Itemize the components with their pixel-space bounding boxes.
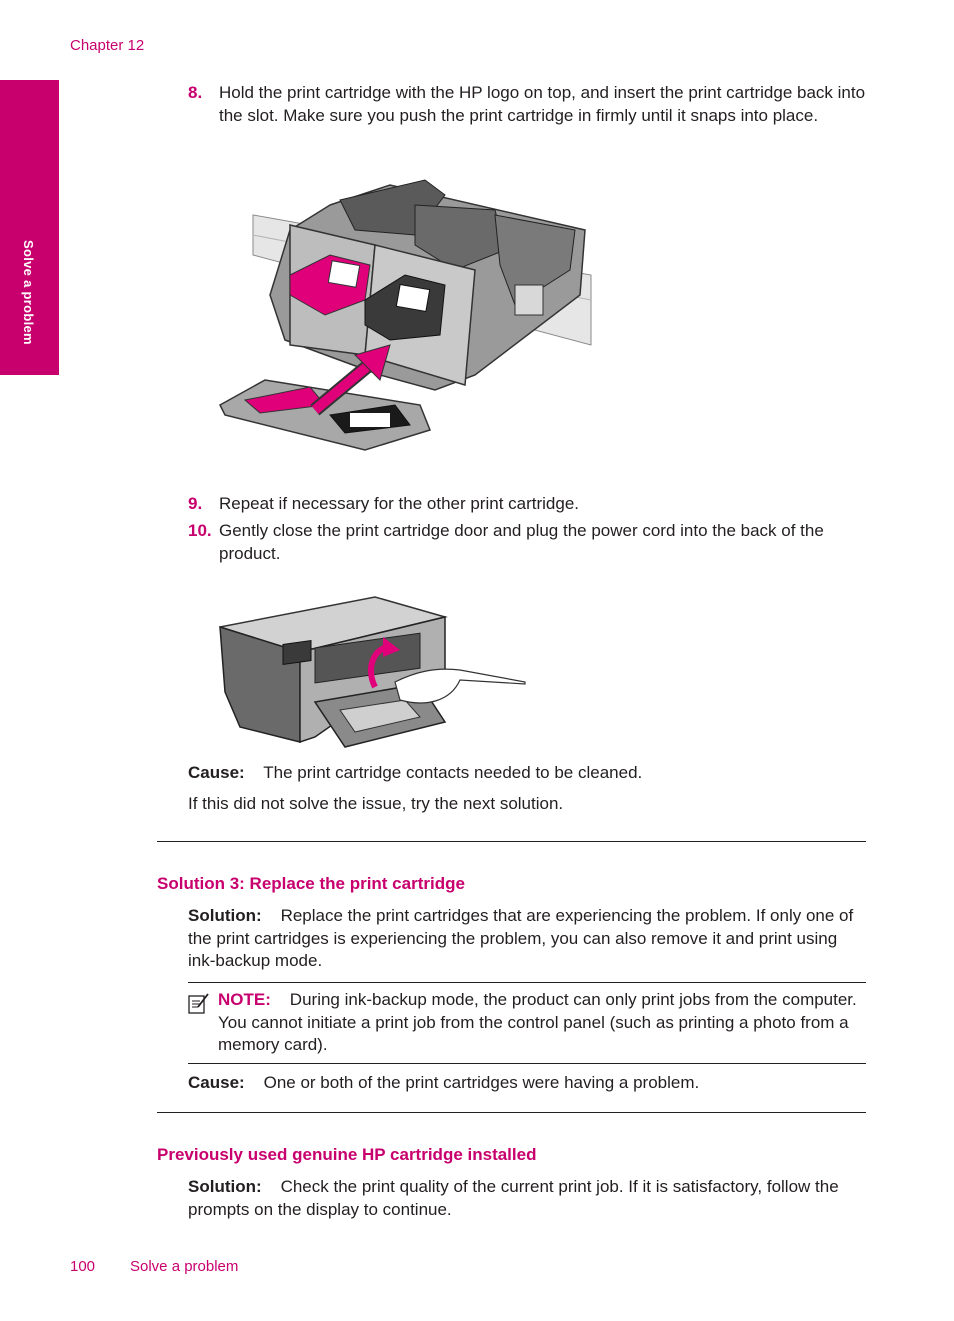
cause-text: The print cartridge contacts needed to b… (263, 763, 643, 782)
cartridge-insertion-illustration (219, 179, 592, 451)
step-9: 9. Repeat if necessary for the other pri… (188, 493, 868, 516)
step-text: Hold the print cartridge with the HP log… (219, 83, 866, 125)
chapter-label: Chapter 12 (70, 37, 145, 54)
page-number: 100 (70, 1258, 96, 1275)
cause-label: Cause: (188, 1073, 245, 1092)
note-icon (188, 993, 209, 1014)
step-number: 10. (188, 521, 212, 540)
cause-text: One or both of the print cartridges were… (263, 1073, 700, 1092)
note-bottom-rule (188, 1063, 866, 1064)
side-tab (0, 80, 59, 375)
cause-label: Cause: (188, 763, 245, 782)
section-body: Solution: Check the print quality of the… (188, 1176, 868, 1221)
divider (157, 841, 866, 842)
step-10: 10. Gently close the print cartridge doo… (188, 520, 868, 565)
solution-label: Solution: (188, 906, 262, 925)
note-text: During ink-backup mode, the product can … (218, 990, 857, 1054)
cause-2: Cause: One or both of the print cartridg… (188, 1072, 868, 1095)
step-8: 8. Hold the print cartridge with the HP … (188, 82, 868, 127)
note-box: NOTE: During ink-backup mode, the produc… (188, 989, 866, 1057)
printer-door-illustration (219, 596, 526, 748)
next-solution-text: If this did not solve the issue, try the… (188, 794, 564, 813)
side-tab-label: Solve a problem (21, 240, 36, 345)
solution-text: Check the print quality of the current p… (188, 1177, 839, 1219)
step-number: 9. (188, 494, 203, 513)
solution-label: Solution: (188, 1177, 262, 1196)
note-top-rule (188, 982, 866, 983)
divider (157, 1112, 866, 1113)
step-text: Gently close the print cartridge door an… (219, 521, 824, 563)
note-label: NOTE: (218, 990, 271, 1009)
step-number: 8. (188, 83, 203, 102)
footer-section: Solve a problem (130, 1258, 239, 1275)
solution-3-heading: Solution 3: Replace the print cartridge (157, 874, 465, 893)
solution-text: Replace the print cartridges that are ex… (188, 906, 854, 970)
cause-1: Cause: The print cartridge contacts need… (188, 762, 868, 785)
step-text: Repeat if necessary for the other print … (219, 494, 580, 513)
section-heading: Previously used genuine HP cartridge ins… (157, 1145, 537, 1164)
solution-3-body: Solution: Replace the print cartridges t… (188, 905, 868, 973)
